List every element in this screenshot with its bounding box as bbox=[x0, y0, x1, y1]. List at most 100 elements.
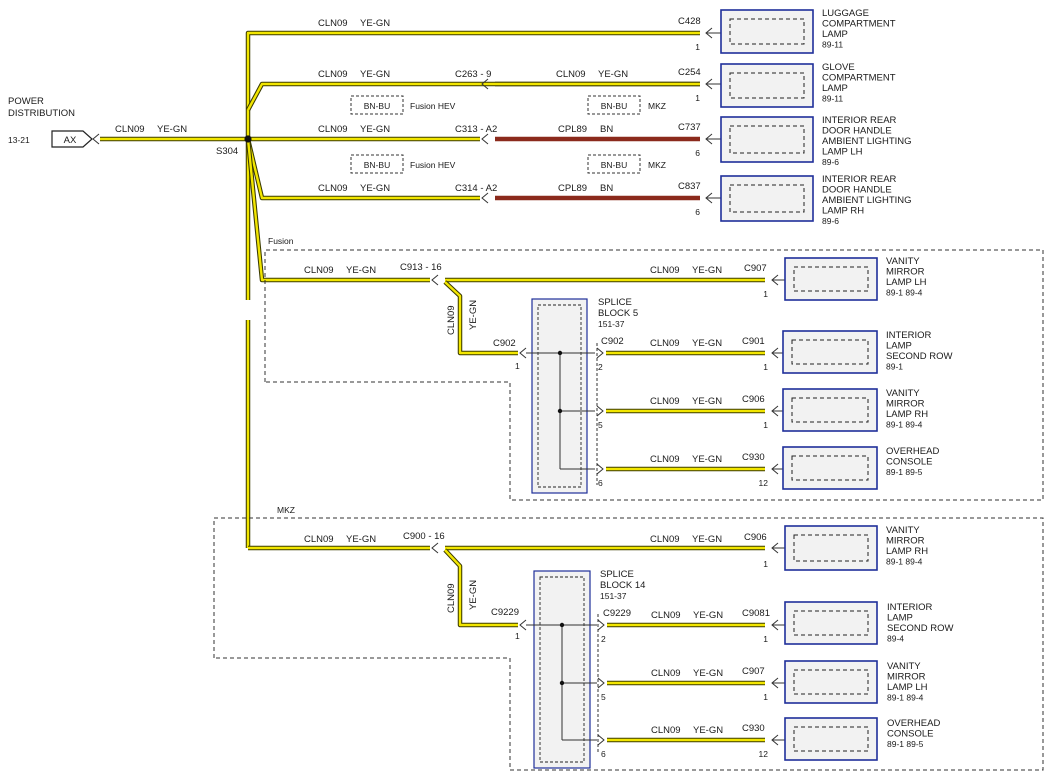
pin-label: 1 bbox=[763, 634, 768, 644]
pin-label: 1 bbox=[695, 42, 700, 52]
component-ref: 89-1 89-4 bbox=[886, 420, 923, 430]
component-box bbox=[720, 116, 814, 163]
component-name: MIRROR bbox=[886, 536, 925, 547]
circuit-label: CLN09 bbox=[651, 610, 681, 621]
connector-label: C9229 bbox=[491, 607, 519, 618]
option-label: MKZ bbox=[648, 160, 666, 170]
splice-pin-label: 5 bbox=[601, 692, 606, 702]
splice-dot bbox=[557, 408, 563, 414]
component-box bbox=[782, 388, 878, 432]
splice-label: S304 bbox=[216, 146, 238, 157]
connector-arrow bbox=[481, 192, 489, 204]
color-label: YE-GN bbox=[468, 300, 479, 330]
color-label: YE-GN bbox=[360, 18, 390, 29]
component-ref: 89-11 bbox=[822, 40, 843, 50]
component-box bbox=[784, 257, 878, 301]
component-name: CONSOLE bbox=[887, 729, 933, 740]
component-name: DOOR HANDLE bbox=[822, 185, 892, 196]
color-label: YE-GN bbox=[692, 534, 722, 545]
connector-arrow bbox=[596, 463, 604, 475]
splice-block-name: BLOCK 14 bbox=[600, 580, 645, 591]
component-name: LAMP bbox=[886, 341, 912, 352]
component-box bbox=[784, 717, 878, 761]
circuit-label: CLN09 bbox=[650, 338, 680, 349]
component-ref: 89-1 89-4 bbox=[886, 557, 923, 567]
circuit-label: CLN09 bbox=[650, 396, 680, 407]
mkz-drop-wire bbox=[443, 548, 518, 628]
inline-connector: C913 - 16 bbox=[400, 262, 442, 273]
mkz-region bbox=[213, 517, 1044, 771]
splice-block-name: BLOCK 5 bbox=[598, 308, 638, 319]
connector-arrow bbox=[597, 677, 605, 689]
component-name: AMBIENT LIGHTING bbox=[822, 195, 912, 206]
option-label: Fusion HEV bbox=[410, 101, 456, 111]
connector-arrow bbox=[481, 78, 489, 90]
splice-block-ref: 151-37 bbox=[600, 591, 627, 601]
connector-label: C428 bbox=[678, 16, 701, 27]
color-option-box bbox=[350, 95, 404, 115]
color-label: YE-GN bbox=[157, 124, 187, 135]
component-name: INTERIOR bbox=[887, 602, 933, 613]
ax-pin-label: AX bbox=[64, 135, 77, 146]
component-inner bbox=[729, 18, 805, 45]
wire-inner bbox=[246, 138, 430, 282]
component-inner bbox=[791, 339, 869, 365]
circuit-label: CLN09 bbox=[318, 183, 348, 194]
color-label: YE-GN bbox=[692, 454, 722, 465]
component-name: CONSOLE bbox=[886, 457, 932, 468]
connector-arrow bbox=[596, 405, 604, 417]
color-label: YE-GN bbox=[693, 725, 723, 736]
component-box bbox=[720, 9, 814, 54]
inline-connector: C314 - A2 bbox=[455, 183, 497, 194]
color-label: YE-GN bbox=[693, 668, 723, 679]
color-label: YE-GN bbox=[360, 69, 390, 80]
option-label: Fusion HEV bbox=[410, 160, 456, 170]
color-label: BN bbox=[600, 183, 613, 194]
color-label: YE-GN bbox=[598, 69, 628, 80]
component-ref: 89-1 89-4 bbox=[887, 693, 924, 703]
power-title: DISTRIBUTION bbox=[8, 108, 75, 119]
circuit-label: CLN09 bbox=[556, 69, 586, 80]
component-name: LAMP LH bbox=[886, 277, 927, 288]
component-ref: 89-1 89-4 bbox=[886, 288, 923, 298]
pin-label: 1 bbox=[515, 361, 520, 371]
power-ref: 13-21 bbox=[8, 135, 30, 145]
component-name: AMBIENT LIGHTING bbox=[822, 136, 912, 147]
component-inner bbox=[793, 610, 869, 636]
color-label: YE-GN bbox=[360, 124, 390, 135]
component-box bbox=[782, 446, 878, 490]
connector-label: C737 bbox=[678, 122, 701, 133]
component-inner bbox=[793, 534, 869, 562]
component-name: GLOVE bbox=[822, 62, 855, 73]
component-name: INTERIOR bbox=[886, 330, 932, 341]
component-name: OVERHEAD bbox=[886, 446, 939, 457]
inline-connector: C313 - A2 bbox=[455, 124, 497, 135]
component-box bbox=[784, 525, 878, 571]
fusion-region-label: Fusion bbox=[268, 236, 294, 246]
connector-arrow bbox=[597, 734, 605, 746]
branch-fusion bbox=[245, 138, 430, 283]
component-name: LUGGAGE bbox=[822, 8, 869, 19]
color-label: YE-GN bbox=[360, 183, 390, 194]
pin-label: 1 bbox=[763, 362, 768, 372]
component-name: COMPARTMENT bbox=[822, 73, 896, 84]
component-name: SECOND ROW bbox=[887, 623, 954, 634]
connector-label: C902 bbox=[493, 338, 516, 349]
splice-block-ref: 151-37 bbox=[598, 319, 625, 329]
component-inner bbox=[793, 669, 869, 695]
component-name: LAMP bbox=[822, 83, 848, 94]
circuit-label: CLN09 bbox=[651, 725, 681, 736]
component-name: DOOR HANDLE bbox=[822, 126, 892, 137]
component-name: VANITY bbox=[887, 661, 921, 672]
component-inner bbox=[729, 184, 805, 213]
component-name: LAMP RH bbox=[886, 546, 928, 557]
circuit-label: CLN09 bbox=[650, 534, 680, 545]
component-name: LAMP bbox=[887, 613, 913, 624]
splice-block-inner bbox=[539, 576, 585, 763]
color-label: BN bbox=[600, 124, 613, 135]
color-option-box bbox=[350, 154, 404, 174]
component-ref: 89-4 bbox=[887, 634, 904, 644]
circuit-label: CLN09 bbox=[115, 124, 145, 135]
component-ref: 89-1 89-5 bbox=[887, 739, 924, 749]
